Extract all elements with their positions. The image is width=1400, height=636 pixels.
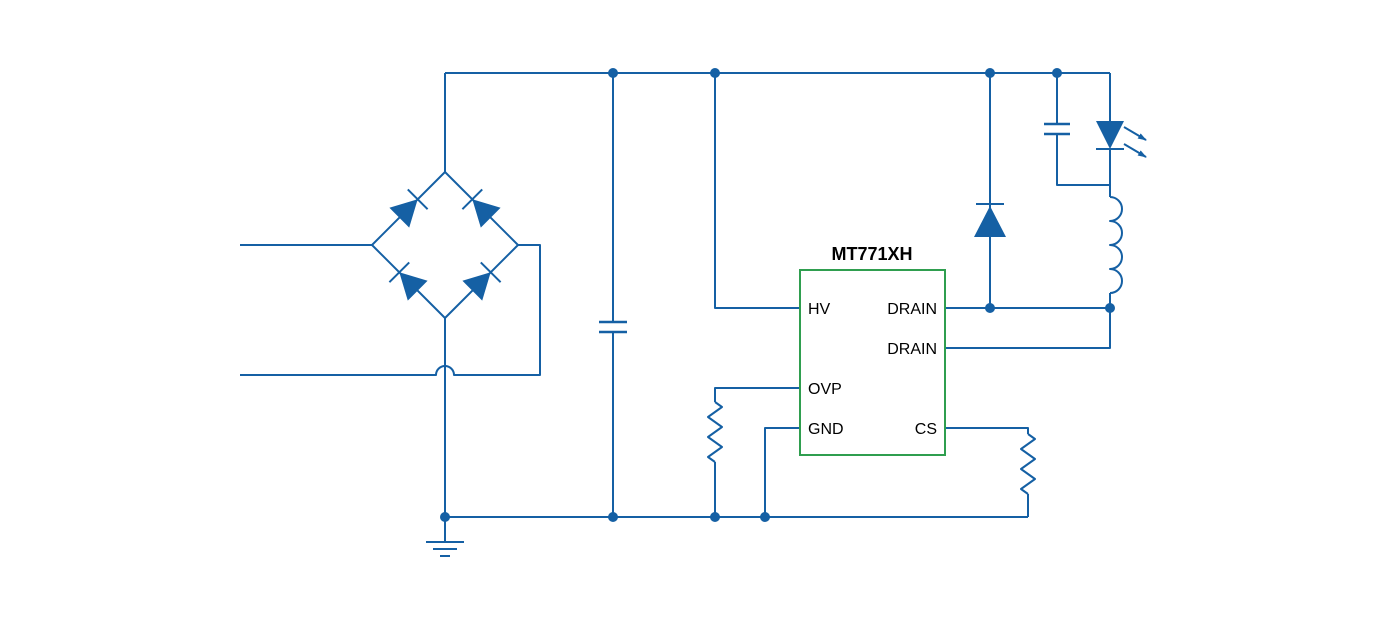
ac-input-wires (240, 244, 541, 376)
pin-label-drain1: DRAIN (887, 301, 937, 318)
flyback-diode-icon (974, 73, 1006, 308)
pin-label-hv: HV (808, 301, 831, 318)
pin-label-gnd: GND (808, 421, 844, 438)
gnd-wire (764, 427, 800, 517)
junction-dots (440, 68, 1115, 522)
output-capacitor-icon (1044, 73, 1110, 186)
hv-wire (714, 73, 800, 309)
pin-label-drain2: DRAIN (887, 341, 937, 358)
controller-ic: MT771XH HV OVP GND DRAIN DRAIN CS (799, 244, 946, 456)
inductor-icon (1109, 196, 1123, 308)
ic-title: MT771XH (831, 244, 912, 264)
pin-label-ovp: OVP (808, 381, 842, 398)
bridge-rectifier-icon (371, 73, 519, 517)
cs-resistor-icon (945, 427, 1036, 517)
drain-wires (945, 307, 1111, 349)
bulk-capacitor-icon (599, 73, 627, 517)
ovp-resistor-icon (707, 387, 800, 517)
led-icon (1096, 73, 1147, 197)
pin-label-cs: CS (915, 421, 937, 438)
ground-icon (426, 517, 464, 557)
